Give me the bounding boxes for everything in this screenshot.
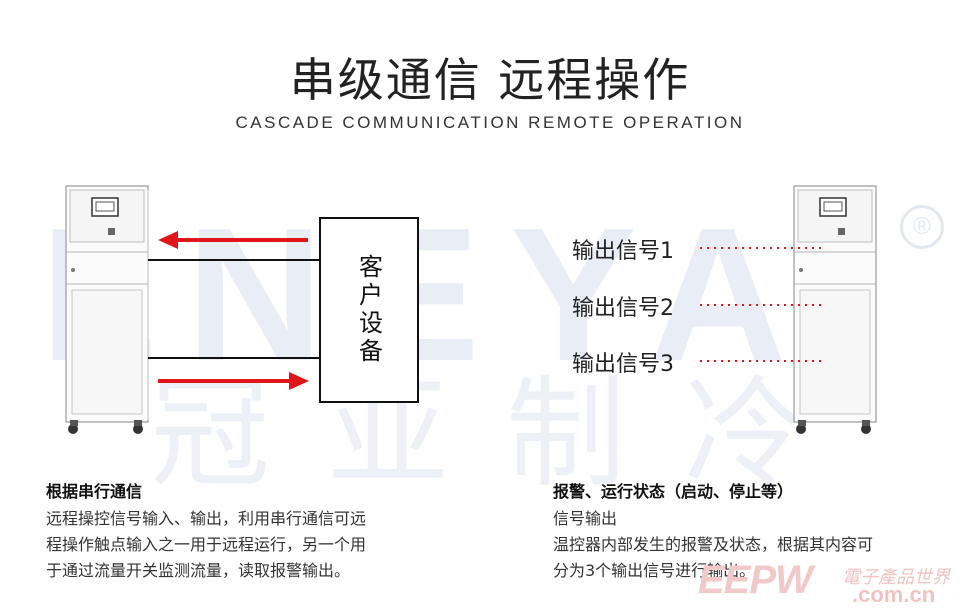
right-section-line-3: 分为3个输出信号进行输出。 bbox=[553, 561, 756, 580]
right-section-heading: 报警、运行状态（启动、停止等） bbox=[553, 482, 794, 501]
right-section-line-2: 温控器内部发生的报警及状态，根据其内容可 bbox=[553, 535, 874, 554]
left-section-line-2: 程操作触点输入之一用于远程运行，另一个用 bbox=[46, 535, 367, 554]
output-signal-1: 输出信号1 bbox=[572, 239, 674, 264]
client-device-label: 客户设备 bbox=[354, 254, 383, 366]
eepw-url-text: .com.cn bbox=[852, 582, 936, 607]
left-section-heading: 根据串行通信 bbox=[46, 482, 143, 501]
brand-watermark-cn: 冠亚制冷 bbox=[150, 365, 862, 504]
client-device-box: 客户设备 bbox=[319, 217, 419, 403]
eepw-logo: EEPW bbox=[698, 558, 813, 602]
registered-mark: ® bbox=[900, 205, 944, 249]
right-chiller-unit bbox=[793, 185, 877, 434]
arrow-right-icon bbox=[158, 372, 309, 390]
output-signal-2: 输出信号2 bbox=[572, 296, 674, 321]
left-section-line-1: 远程操控信号输入、输出，利用串行通信可远 bbox=[46, 509, 367, 528]
left-section-line-3: 于通过流量开关监测流量，读取报警输出。 bbox=[46, 561, 351, 580]
output-signal-3: 输出信号3 bbox=[572, 352, 674, 377]
arrow-left-icon bbox=[158, 231, 308, 249]
eepw-cn-text: 電子產品世界 bbox=[842, 567, 950, 588]
page-title: 串级通信 远程操作 bbox=[289, 53, 691, 107]
right-section-line-1: 信号输出 bbox=[553, 509, 618, 528]
left-chiller-unit bbox=[65, 185, 149, 434]
page-subtitle: CASCADE COMMUNICATION REMOTE OPERATION bbox=[235, 113, 745, 132]
